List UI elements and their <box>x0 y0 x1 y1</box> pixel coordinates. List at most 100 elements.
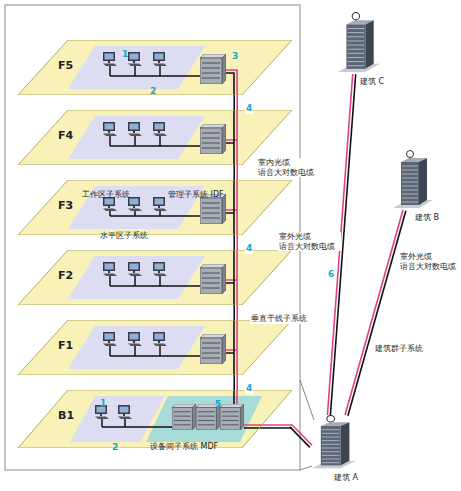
floor-fills <box>18 40 292 448</box>
cable-connector <box>234 235 237 250</box>
label-anchor: 管理子系统 IDF <box>168 182 224 201</box>
computer-icon <box>118 405 132 419</box>
computer-icon <box>153 52 167 66</box>
fiber-cable <box>236 375 238 390</box>
computer-icon <box>103 52 117 66</box>
computer-icon <box>128 197 142 211</box>
label-anchor: 4 <box>245 236 253 255</box>
cable-connector <box>234 305 237 320</box>
building: 建筑 C <box>338 12 380 74</box>
building-icon <box>393 151 433 209</box>
fiber-cable <box>236 235 238 250</box>
floor-label: F4 <box>58 129 73 142</box>
rack-icon <box>200 54 226 84</box>
building-icon <box>338 13 380 72</box>
label-anchor: 1 <box>122 42 128 61</box>
copper-cable <box>233 305 235 320</box>
cable-connector <box>290 425 312 448</box>
floor-plate: F2 <box>18 250 292 305</box>
computer-icon <box>103 262 117 276</box>
computer-icon <box>103 197 117 211</box>
computer-icon <box>128 262 142 276</box>
fiber-cable <box>236 305 238 320</box>
building: 建筑 A <box>312 415 356 470</box>
computer-icon <box>128 122 142 136</box>
floor-plate: F4 <box>18 110 292 165</box>
annotation-label: 建筑群子系统 <box>374 344 424 354</box>
annotation-label: 室外光缆 语音大对数电缆 <box>399 252 461 271</box>
computer-icon <box>153 262 167 276</box>
annotation-label: 工作区子系统 <box>82 190 130 200</box>
cable-connector <box>345 210 406 416</box>
label-anchor: 建筑群子系统 <box>374 336 424 355</box>
floor-plate: F1 <box>18 320 292 375</box>
fiber-cable <box>292 425 312 445</box>
computer-icon <box>153 197 167 211</box>
label-anchor: 3 <box>232 44 238 63</box>
computer-icon <box>153 122 167 136</box>
callout-number: 4 <box>245 103 253 114</box>
computer-icon <box>128 332 142 346</box>
floor-border <box>18 180 292 235</box>
floor-border <box>18 250 292 305</box>
fiber-cable <box>345 210 403 415</box>
label-anchor: 6 <box>327 262 335 281</box>
label-anchor: 4 <box>245 96 253 115</box>
copper-cable <box>348 211 406 416</box>
floor-label: F5 <box>58 59 73 72</box>
floor-label: F2 <box>58 269 73 282</box>
callout-number: 3 <box>232 51 238 62</box>
annotation-label: 室内光缆 语音大对数电缆 <box>257 158 320 177</box>
callout-number: 2 <box>150 86 156 97</box>
floor-border <box>18 390 292 448</box>
label-anchor: 设备间子系统 MDF <box>150 434 218 453</box>
annotation-label: 垂直干线子系统 <box>250 314 308 324</box>
floor-border <box>18 320 292 375</box>
computer-icon <box>128 52 142 66</box>
label-anchor: 2 <box>150 79 156 98</box>
building-label: 建筑 A <box>334 472 358 483</box>
copper-cable <box>290 427 310 447</box>
label-anchor: 2 <box>112 435 118 454</box>
label-anchor: 4 <box>245 376 253 395</box>
callout-number: 1 <box>122 49 128 60</box>
copper-cable <box>233 165 235 180</box>
floor-plate: B1 <box>18 390 292 448</box>
callout-number: 5 <box>215 399 221 410</box>
building-icon <box>312 415 356 468</box>
building: 建筑 B <box>393 150 433 210</box>
rack-icon <box>200 124 226 154</box>
floor-label: F1 <box>58 339 73 352</box>
copper-cable <box>233 375 235 390</box>
label-anchor: 1 <box>100 391 106 410</box>
rack-icon <box>220 404 244 430</box>
computer-icon <box>103 332 117 346</box>
label-anchor: 5 <box>215 392 221 411</box>
workstations <box>95 52 167 419</box>
callout-number: 2 <box>112 442 118 453</box>
computer-icon <box>103 122 117 136</box>
label-anchor: 工作区子系统 <box>82 182 130 201</box>
annotation-label: 设备间子系统 MDF <box>150 442 218 452</box>
equipment-room-area <box>146 396 262 442</box>
annotation-label: 水平区子系统 <box>100 231 148 241</box>
floor-plate: F3 <box>18 180 292 235</box>
rack-icon <box>200 264 226 294</box>
rack-icon <box>172 404 196 430</box>
label-anchor: 水平区子系统 <box>100 223 148 242</box>
perspective-line <box>300 466 312 470</box>
floor-label: B1 <box>58 409 74 422</box>
floor-label: F3 <box>58 199 73 212</box>
building-label: 建筑 C <box>360 76 384 87</box>
annotation-label: 室外光缆 语音大对数电缆 <box>278 232 341 251</box>
callout-number: 6 <box>327 269 335 280</box>
perspective-line <box>300 380 314 420</box>
cable-connector <box>234 165 237 180</box>
callout-number: 1 <box>100 398 106 409</box>
building-outline <box>5 5 300 470</box>
cable-connector <box>234 375 237 390</box>
cable-connector <box>234 95 237 110</box>
label-anchor: 室外光缆 语音大对数电缆 <box>278 232 341 253</box>
